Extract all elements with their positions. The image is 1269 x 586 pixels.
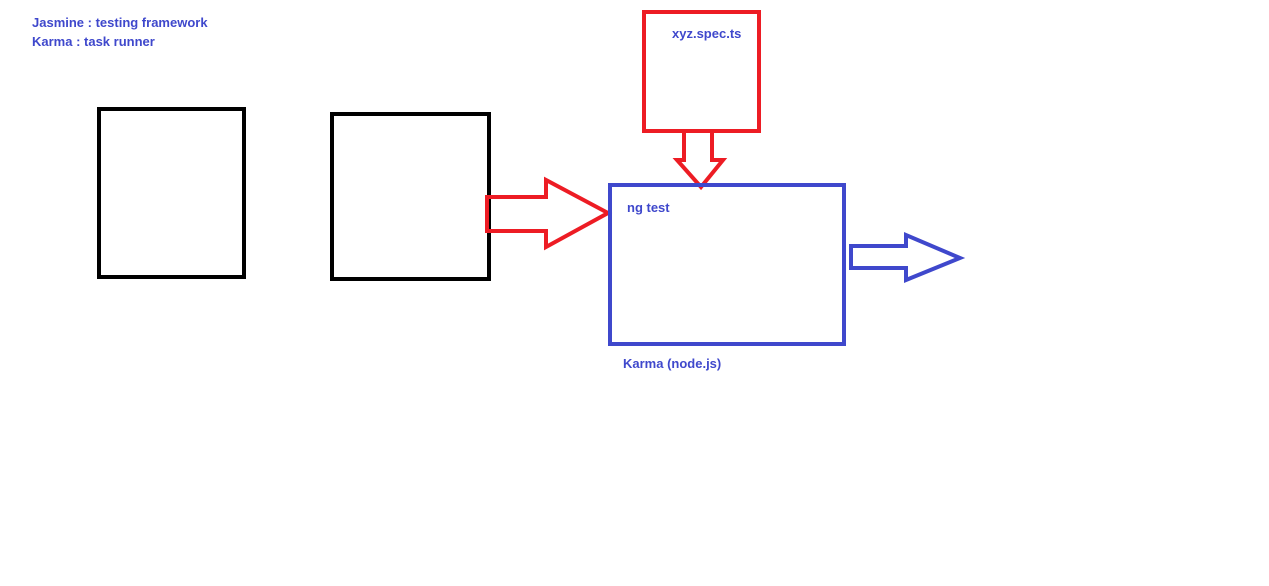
karma-caption: Karma (node.js) [623, 356, 722, 371]
note-karma: Karma : task runner [32, 34, 155, 49]
black-box-2 [330, 112, 491, 281]
black-box-1 [97, 107, 246, 279]
blue-output-arrow [849, 231, 966, 283]
spec-file-label: xyz.spec.ts [672, 26, 742, 41]
ng-test-label: ng test [627, 200, 670, 215]
red-right-arrow [485, 176, 613, 251]
note-jasmine: Jasmine : testing framework [32, 15, 208, 30]
spec-down-arrow [672, 131, 728, 191]
spec-file-box [642, 10, 761, 133]
karma-box [608, 183, 846, 346]
